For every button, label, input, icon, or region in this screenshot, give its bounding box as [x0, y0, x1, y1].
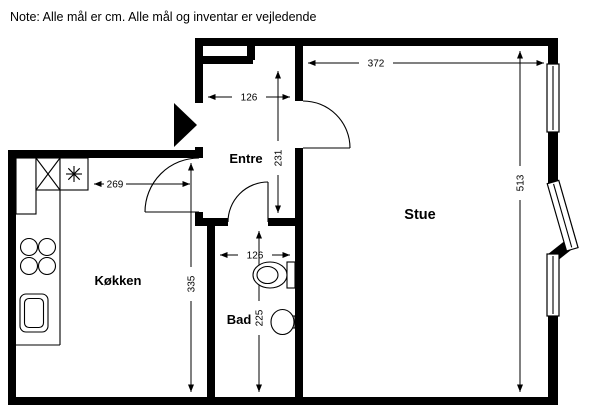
burner	[37, 237, 57, 257]
wall	[8, 150, 203, 158]
wall	[195, 38, 203, 103]
entrance-door-icon	[174, 103, 197, 147]
appliance-cross	[35, 157, 61, 191]
sink-inner	[23, 297, 45, 329]
dim-kokken-width: 269	[107, 180, 124, 191]
door-swing-icon-stue	[302, 100, 351, 149]
room-label-entre: Entre	[229, 151, 262, 166]
burner	[37, 256, 57, 276]
wall	[195, 212, 203, 226]
wall	[295, 148, 303, 397]
kitchen-sink-icon	[19, 293, 49, 333]
dim-bad-depth: 225	[255, 309, 266, 326]
wall	[203, 218, 228, 226]
wall	[548, 130, 558, 184]
toilet-bowl-inner	[256, 265, 279, 285]
window-icon	[546, 63, 560, 133]
window-icon	[546, 253, 560, 317]
wall	[548, 38, 558, 66]
sink-symbol-icon	[66, 166, 82, 182]
door-swing-icon-kokken	[144, 157, 200, 213]
dim-stue-width: 372	[368, 59, 385, 70]
wall	[195, 38, 558, 46]
room-label-bad: Bad	[227, 312, 252, 327]
fridge-icon	[15, 157, 37, 215]
burner	[19, 237, 39, 257]
kitchen-fixtures	[15, 157, 89, 346]
toilet-tank	[286, 261, 296, 289]
doors	[144, 100, 351, 223]
wall	[195, 56, 253, 64]
walls	[8, 38, 575, 405]
wall	[8, 397, 558, 405]
bathroom-fixtures	[252, 261, 296, 336]
room-label-stue: Stue	[404, 207, 435, 223]
dim-stue-depth: 513	[516, 174, 527, 191]
burner	[19, 256, 39, 276]
window-mullion	[553, 183, 573, 248]
dim-entre-width: 126	[241, 93, 258, 104]
toilet-icon	[252, 261, 296, 289]
washbasin-icon	[270, 308, 296, 336]
note-text: Note: Alle mål er cm. Alle mål og invent…	[10, 10, 316, 24]
room-label-kokken: Køkken	[95, 273, 142, 288]
dim-bad-width: 126	[247, 251, 264, 262]
basin-bowl	[270, 308, 295, 336]
sink-unit-icon	[59, 157, 89, 191]
stove-icon	[19, 237, 57, 276]
windows	[546, 63, 579, 317]
dimension-lines	[94, 51, 544, 392]
wall	[8, 150, 16, 405]
sink-symbol-line	[67, 167, 81, 181]
wall	[548, 316, 558, 405]
wall	[268, 218, 303, 226]
wall	[247, 44, 255, 60]
window-icon-angled	[546, 179, 579, 252]
wall	[295, 44, 303, 101]
dim-kokken-depth: 335	[187, 275, 198, 292]
door-swing-icon-bad	[227, 181, 269, 223]
dim-entre-depth: 231	[274, 149, 285, 166]
wall	[207, 218, 215, 397]
labels: Entre Stue Køkken Bad 372 126 269 126 23…	[95, 59, 527, 328]
